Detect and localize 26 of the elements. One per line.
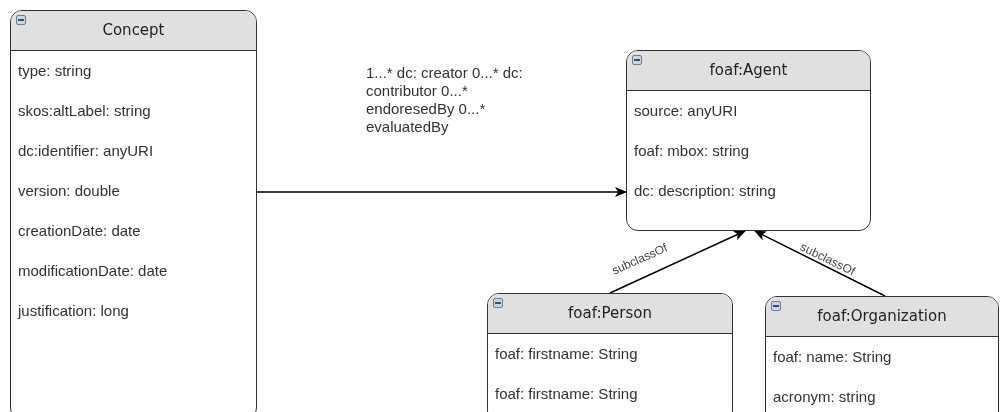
arrow [754, 230, 886, 297]
attribute-text: foaf: firstname: String [495, 383, 638, 404]
arrow [256, 187, 627, 197]
class-box [10, 10, 257, 412]
attribute-text: skos:altLabel: string [18, 100, 151, 121]
attribute-text: modificationDate: date [18, 260, 168, 281]
attribute-text: dc: description: string [634, 180, 776, 201]
class-box [487, 293, 733, 412]
attribute-text: justification: long [18, 300, 129, 321]
attribute-text: type: string [18, 60, 92, 81]
attribute-text: source: anyURI [634, 100, 738, 121]
attribute-text: acronym: string [773, 386, 876, 407]
edge-label: 1...* dc: creator 0...* dc: contributor 0...* endoresedBy 0...* evaluatedBy [366, 64, 524, 136]
attribute-text: foaf: name: String [773, 346, 892, 367]
attribute-text: creationDate: date [18, 220, 141, 241]
class-name: foaf:Organization [817, 306, 947, 328]
attribute-text: dc:identifier: anyURI [18, 140, 154, 161]
class-name: foaf:Person [568, 303, 652, 325]
attribute-text: foaf: firstname: String [495, 343, 638, 364]
class-name: Concept [102, 20, 165, 42]
class-box [626, 50, 871, 231]
attribute-text: version: double [18, 180, 120, 201]
class-box [765, 296, 999, 412]
arrow [609, 230, 746, 294]
class-name: foaf:Agent [709, 60, 788, 82]
attribute-text: foaf: mbox: string [634, 140, 750, 161]
